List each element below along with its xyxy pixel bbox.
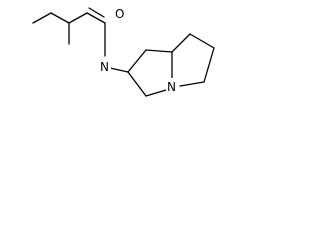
bond-carbonyl-double-b [88,7,105,18]
bond-ring-a5 [127,71,147,97]
bond-carbonyl-double-a [86,12,106,24]
amide-nitrogen-atom-label: N [100,60,109,74]
bond-ring-a4 [145,89,167,97]
ring-nitrogen-atom-label: N [167,80,176,94]
oxygen-atom-label: O [115,7,124,21]
bond-ring-b2 [189,33,215,49]
bond-n-ring [109,67,129,73]
bond-c2-c3 [50,12,70,24]
bond-c3-carbonyl [68,12,88,24]
bond-ring-b3 [203,47,215,83]
bond-ring-a1 [127,49,147,73]
bond-c1-c2 [32,12,52,24]
amide-nitrogen-label-bg [99,58,111,74]
ring-nitrogen-label-bg [166,78,178,94]
molecule-structure-diagram: O N N [32,5,215,97]
bond-ring-b1 [171,33,191,53]
oxygen-label-bg [114,5,126,21]
bond-ring-b4 [179,81,205,87]
bond-ring-a2 [145,49,173,53]
